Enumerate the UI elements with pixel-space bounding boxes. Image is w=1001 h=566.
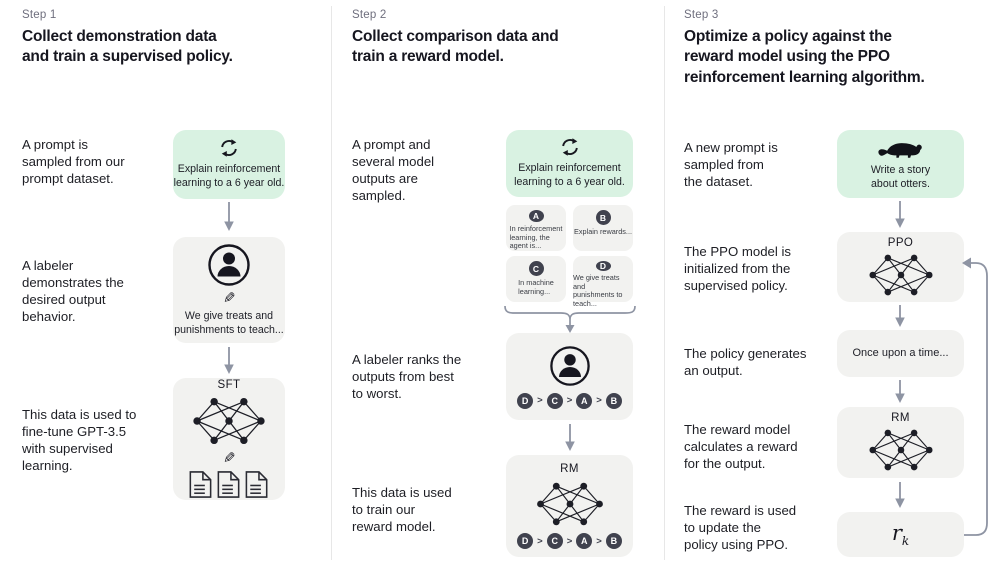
pencil-icon: ✎ [222, 450, 236, 467]
rank-separator: > [537, 395, 543, 406]
labeler-icon [207, 243, 251, 287]
output-a-text: In reinforcement learning, the agent is.… [509, 224, 563, 251]
ranking-row: D > C > A > B [517, 392, 622, 409]
down-arrow [564, 424, 576, 452]
down-arrow [894, 380, 906, 404]
letter-badge-b: B [595, 210, 611, 225]
network-icon [863, 427, 939, 473]
step1-caption-prompt: A prompt is sampled from our prompt data… [22, 137, 125, 187]
letter-badge-c: C [528, 261, 544, 276]
step1-label: Step 1 [22, 9, 57, 21]
labeler-icon [549, 345, 591, 387]
refresh-icon [219, 138, 239, 158]
prompt-text: Write a story about otters. [870, 163, 931, 190]
down-arrow [223, 202, 235, 232]
labeler-demo-text: We give treats and punishments to teach.… [174, 309, 284, 336]
step3-rm-box: RM [837, 407, 964, 478]
rank-circle: C [546, 533, 563, 549]
column-divider [664, 6, 665, 560]
step3-prompt-box: Write a story about otters. [837, 130, 964, 198]
network-icon [531, 480, 609, 528]
otter-icon [877, 137, 924, 160]
step2-labeler-box: D > C > A > B [506, 333, 633, 420]
step2-caption-rank: A labeler ranks the outputs from best to… [352, 352, 462, 402]
letter-badge-d: D [595, 261, 611, 271]
feedback-loop-arrow [960, 252, 994, 544]
step3-caption-prompt: A new prompt is sampled from the dataset… [684, 140, 778, 190]
step3-caption-ppo-init: The PPO model is initialized from the su… [684, 244, 792, 294]
brace-arrow [504, 305, 636, 334]
sft-label: SFT [217, 379, 241, 391]
step1-prompt-box: Explain reinforcement learning to a 6 ye… [173, 130, 285, 199]
step3-output-box: Once upon a time... [837, 330, 964, 377]
refresh-icon [560, 137, 580, 157]
down-arrow [894, 482, 906, 509]
rank-separator: > [537, 535, 543, 547]
down-arrow [894, 305, 906, 328]
rank-circle: A [576, 392, 593, 409]
rank-circle: A [576, 533, 593, 549]
step3-reward-box: rk [837, 512, 964, 557]
rm-label: RM [891, 412, 910, 424]
output-d-box: D We give treats and punishments to teac… [573, 256, 633, 308]
documents-icon [189, 470, 269, 499]
reward-symbol: rk [891, 520, 910, 549]
ppo-label: PPO [887, 236, 914, 249]
step3-caption-reward: The reward model calculates a reward for… [684, 422, 798, 472]
prompt-text: Explain reinforcement learning to a 6 ye… [514, 162, 625, 188]
rm-label: RM [560, 463, 579, 475]
network-icon [863, 252, 939, 298]
letter-badge-a: A [528, 210, 544, 223]
rank-circle: B [605, 392, 622, 409]
rank-circle: C [546, 392, 563, 409]
step1-caption-finetune: This data is used to fine-tune GPT-3.5 w… [22, 407, 137, 474]
output-a-box: A In reinforcement learning, the agent i… [506, 205, 566, 251]
generated-output-text: Once upon a time... [852, 347, 949, 360]
rank-circle: D [517, 533, 534, 549]
pencil-icon: ✎ [222, 289, 236, 307]
rank-separator: > [596, 535, 602, 547]
output-b-text: Explain rewards... [574, 227, 632, 236]
output-c-box: C In machine learning... [506, 256, 566, 302]
step2-label: Step 2 [352, 9, 387, 21]
rank-separator: > [566, 395, 573, 406]
step1-caption-labeler: A labeler demonstrates the desired outpu… [22, 258, 124, 325]
step1-sft-box: SFT ✎ [173, 378, 285, 500]
network-icon [188, 395, 270, 447]
step2-caption-prompt: A prompt and several model outputs are s… [352, 137, 435, 204]
step3-label: Step 3 [684, 9, 719, 21]
output-d-text: We give treats and punishments to teach.… [573, 273, 623, 308]
step1-labeler-box: ✎ We give treats and punishments to teac… [173, 237, 285, 343]
step2-rm-box: RM D > C > A > B [506, 455, 633, 557]
rank-separator: > [596, 395, 602, 406]
step2-title: Collect comparison data and train a rewa… [352, 28, 559, 66]
step3-title: Optimize a policy against the reward mod… [684, 28, 925, 86]
step2-prompt-box: Explain reinforcement learning to a 6 ye… [506, 130, 633, 197]
step2-caption-train: This data is used to train our reward mo… [352, 485, 452, 535]
step3-ppo-box: PPO [837, 232, 964, 302]
down-arrow [894, 201, 906, 229]
output-b-box: B Explain rewards... [573, 205, 633, 251]
column-divider [331, 6, 332, 560]
output-c-text: In machine learning... [518, 278, 554, 296]
step3-caption-output: The policy generates an output. [684, 346, 807, 379]
prompt-text: Explain reinforcement learning to a 6 ye… [173, 163, 285, 189]
down-arrow [223, 347, 235, 375]
ranking-row: D > C > A > B [517, 533, 622, 549]
rank-circle: B [605, 533, 622, 549]
step3-caption-update: The reward is used to update the policy … [684, 503, 797, 553]
rank-separator: > [566, 535, 573, 547]
step1-title: Collect demonstration data and train a s… [22, 28, 233, 66]
rank-circle: D [517, 392, 534, 409]
